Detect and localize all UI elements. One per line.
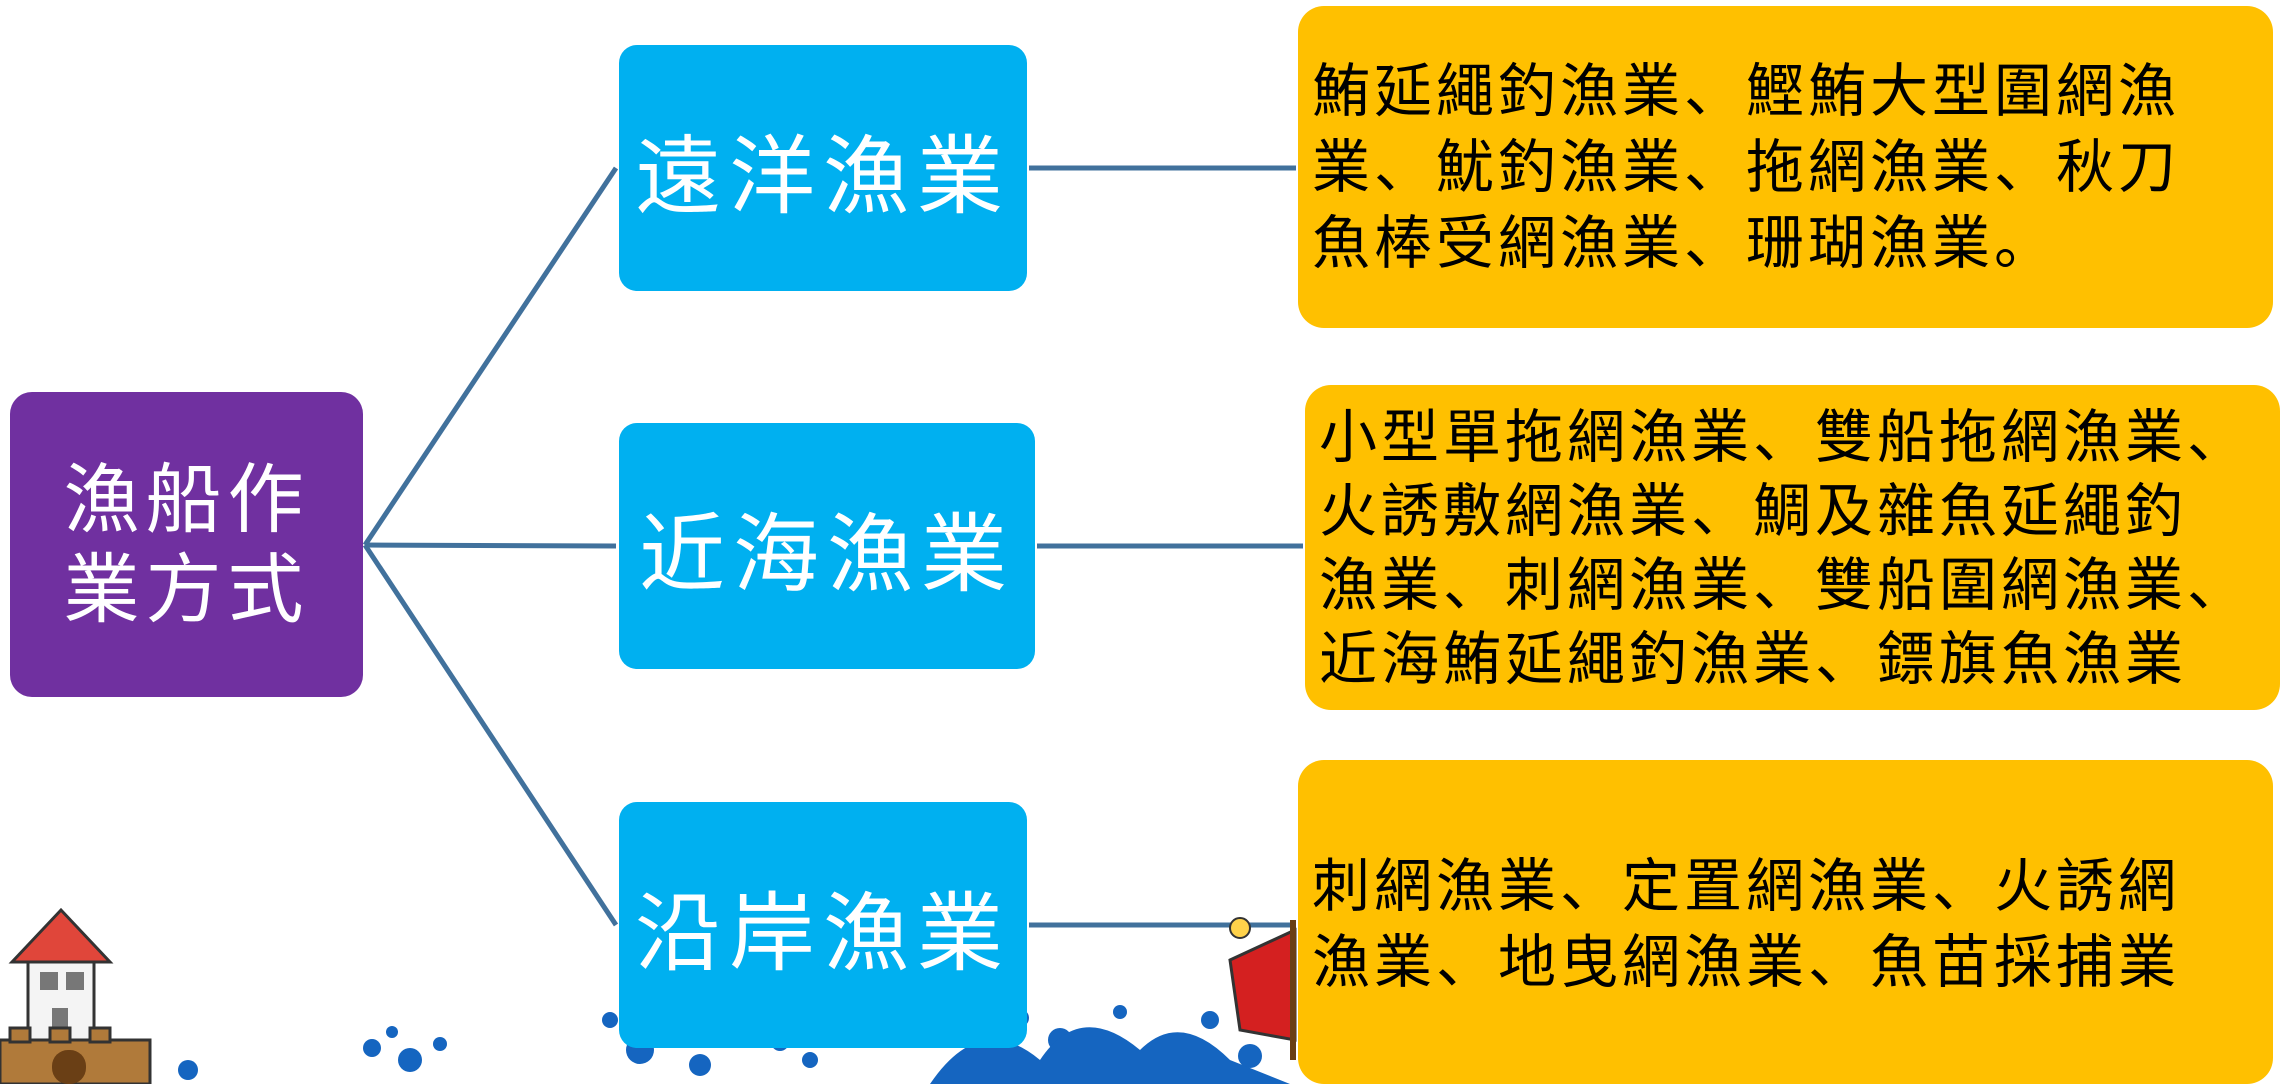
- detail-node-ocean-fishery: 鮪延繩釣漁業、鰹鮪大型圍網漁 業、魷釣漁業、拖網漁業、秋刀 魚棒受網漁業、珊瑚漁…: [1298, 6, 2273, 328]
- category-node-offshore-fishery: 近海漁業: [619, 423, 1035, 669]
- root-node: 漁船作 業方式: [10, 392, 363, 697]
- detail-node-offshore-fishery: 小型單拖網漁業、雙船拖網漁業、 火誘敷網漁業、鯛及雜魚延繩釣 漁業、刺網漁業、雙…: [1305, 385, 2280, 710]
- category-node-ocean-fishery: 遠洋漁業: [619, 45, 1027, 291]
- connector-root-to-offshore: [364, 542, 617, 549]
- connector-root-to-coastal: [362, 543, 619, 927]
- category-label: 近海漁業: [639, 504, 1015, 605]
- lighthouse-illustration: [0, 907, 152, 1084]
- sea-illustration: [0, 907, 1297, 1084]
- detail-text: 刺網漁業、定置網漁業、火誘網 漁業、地曳網漁業、魚苗採捕業: [1312, 852, 2181, 996]
- category-label: 遠洋漁業: [635, 126, 1011, 227]
- detail-text: 鮪延繩釣漁業、鰹鮪大型圍網漁 業、魷釣漁業、拖網漁業、秋刀 魚棒受網漁業、珊瑚漁…: [1312, 57, 2181, 277]
- detail-text: 小型單拖網漁業、雙船拖網漁業、 火誘敷網漁業、鯛及雜魚延繩釣 漁業、刺網漁業、雙…: [1319, 402, 2250, 693]
- boat-sail-illustration: [1228, 917, 1297, 1060]
- category-node-coastal-fishery: 沿岸漁業: [619, 802, 1027, 1048]
- root-node-label: 漁船作 業方式: [63, 454, 310, 634]
- connector-root-to-ocean: [362, 166, 619, 547]
- category-label: 沿岸漁業: [635, 883, 1011, 984]
- detail-node-coastal-fishery: 刺網漁業、定置網漁業、火誘網 漁業、地曳網漁業、魚苗採捕業: [1298, 760, 2273, 1084]
